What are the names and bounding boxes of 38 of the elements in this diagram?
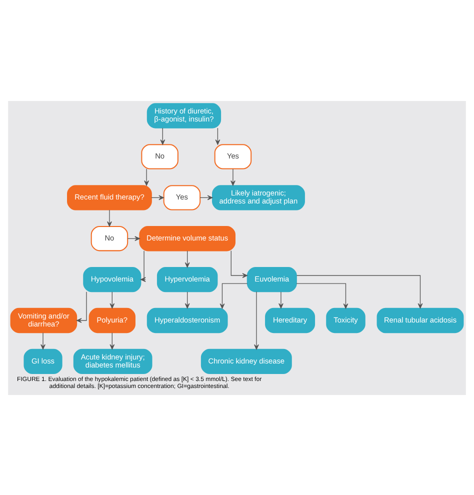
- node-box: Yes: [163, 184, 201, 210]
- arrow: [184, 291, 190, 308]
- arrow: [230, 168, 236, 186]
- node-box: Hereditary: [265, 307, 316, 333]
- node-box: Euvolemia: [246, 266, 297, 292]
- arrow: [140, 250, 146, 282]
- arrow: [296, 274, 423, 308]
- node-box: Yes: [214, 144, 252, 169]
- arrow: [40, 332, 46, 349]
- arrow: [254, 290, 259, 350]
- arrow: [220, 282, 248, 308]
- node-box: Toxicity: [326, 307, 366, 333]
- node-box: Recent fluid therapy?: [67, 184, 152, 210]
- node-box: GI loss: [24, 348, 62, 374]
- arrow: [160, 127, 166, 144]
- node-box: Hypovolemia: [83, 266, 142, 292]
- arrow: [110, 291, 115, 308]
- arrow: [144, 168, 149, 186]
- node-box: Hypervolemia: [156, 266, 218, 292]
- arrow: [296, 282, 348, 308]
- arrow: [110, 332, 115, 349]
- arrow: [215, 127, 220, 144]
- node-box: History of diuretic, β-agonist, insulin?: [146, 102, 222, 128]
- node-box: Renal tubular acidosis: [376, 307, 464, 333]
- arrow: [230, 250, 248, 278]
- node-box: Hyperaldosteronism: [146, 307, 228, 333]
- node-box: Polyuria?: [88, 307, 136, 333]
- node-box: Determine volume status: [139, 226, 236, 251]
- arrow: [278, 291, 284, 308]
- node-box: Chronic kidney disease: [200, 348, 292, 374]
- arrow: [184, 250, 190, 268]
- arrow: [76, 291, 87, 322]
- node-box: Likely iatrogenic; address and adjust plan: [212, 184, 305, 210]
- arrow: [107, 209, 112, 226]
- node-box: Acute kidney injury; diabetes mellitus: [73, 348, 152, 374]
- node-box: No: [90, 226, 128, 251]
- node-box: Vomiting and/or diarrhea?: [10, 307, 78, 333]
- node-box: No: [141, 144, 178, 169]
